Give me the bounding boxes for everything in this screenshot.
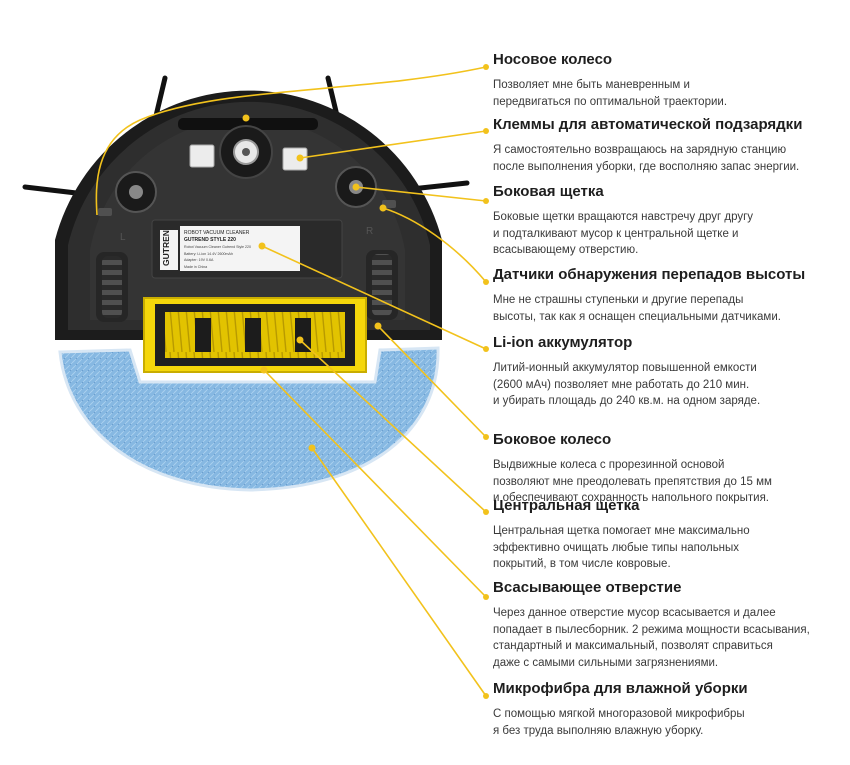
- label-line-4: Battery: Li-ion 14.4V 2600mAh: [184, 252, 233, 256]
- callout-anchor-dot: [296, 336, 304, 344]
- feature-description: Я самостоятельно возвращаюсь на зарядную…: [493, 144, 800, 173]
- callout-anchor-dot: [296, 154, 304, 162]
- brand-text: GUTREN: [161, 230, 171, 266]
- brush-rib-2: [245, 318, 261, 352]
- feature-item: Микрофибра для влажной уборки С помощью м…: [493, 680, 843, 739]
- cliff-sensor-left: [98, 208, 112, 216]
- callout-end-dot: [483, 434, 489, 440]
- feature-title: Боковая щетка: [493, 183, 604, 200]
- side-wheel-left: [102, 256, 122, 318]
- callout-line: [299, 130, 487, 159]
- callout-end-dot: [483, 693, 489, 699]
- callout-lines: [95, 64, 489, 699]
- feature-title: Носовое колесо: [493, 51, 613, 68]
- label-line-3: Robot Vacuum Cleaner Gutrend Style 220: [184, 245, 251, 249]
- callout-line: [355, 186, 487, 202]
- callout-line: [377, 325, 487, 438]
- label-line-2: GUTREND STYLE 220: [184, 237, 236, 243]
- side-brush-center-left: [129, 185, 143, 199]
- callout-line: [299, 339, 487, 513]
- brush-rib-1: [195, 318, 211, 352]
- callout-anchor-dot: [260, 366, 268, 374]
- feature-title: Датчики обнаружения перепадов высоты: [493, 266, 806, 283]
- left-wheel-mark: L: [120, 232, 126, 243]
- charging-contact-right: [282, 147, 308, 171]
- brush-rib-3: [295, 318, 311, 352]
- callout-line: [261, 245, 487, 350]
- feature-title: Li-ion аккумулятор: [493, 334, 633, 351]
- microfiber-mop: [58, 346, 440, 492]
- charging-contact-left: [189, 144, 215, 168]
- right-wheel-mark: R: [366, 226, 373, 237]
- callout-line: [263, 369, 487, 598]
- top-vent: [178, 118, 318, 130]
- callout-line: [311, 447, 487, 697]
- feature-title: Центральная щетка: [493, 497, 640, 514]
- callout-end-dot: [483, 64, 489, 70]
- callout-anchor-dot: [258, 242, 266, 250]
- label-line-5: Adapter: 19V 0.6A: [184, 258, 214, 262]
- feature-description: Выдвижные колеса с прорезинной основой п…: [493, 459, 772, 504]
- feature-title: Микрофибра для влажной уборки: [493, 680, 748, 697]
- callout-end-dot: [483, 279, 489, 285]
- callout-anchor-dot: [242, 114, 250, 122]
- product-label: [180, 226, 300, 271]
- feature-title: Всасывающее отверстие: [493, 579, 682, 596]
- feature-description: Литий-ионный аккумулятор повышенной емко…: [493, 362, 761, 407]
- feature-description: Боковые щетки вращаются навстречу друг д…: [493, 211, 754, 256]
- callout-end-dot: [483, 128, 489, 134]
- callout-line: [95, 66, 487, 216]
- feature-title: Клеммы для автоматической подзарядки: [493, 116, 803, 133]
- label-line-6: Made in China: [184, 265, 207, 269]
- feature-description: С помощью мягкой многоразовой микрофибры…: [493, 708, 745, 737]
- feature-description: Через данное отверстие мусор всасывается…: [493, 607, 810, 669]
- nose-wheel-hub: [242, 148, 250, 156]
- feature-item: Клеммы для автоматической подзарядки Я са…: [493, 116, 843, 175]
- callout-end-dot: [483, 509, 489, 515]
- callout-end-dot: [483, 346, 489, 352]
- callout-anchor-dot: [308, 444, 316, 452]
- side-wheel-right: [372, 254, 392, 316]
- label-line-1: ROBOT VACUUM CLEANER: [184, 230, 250, 236]
- callout-line: [382, 207, 487, 283]
- feature-description: Центральная щетка помогает мне максималь…: [493, 525, 750, 570]
- brand-label: [160, 230, 178, 270]
- feature-title: Боковое колесо: [493, 431, 612, 448]
- feature-description: Мне не страшны ступеньки и другие перепа…: [493, 294, 781, 323]
- callout-end-dot: [483, 198, 489, 204]
- callout-anchor-dot: [374, 322, 382, 330]
- callout-anchor-dot: [379, 204, 387, 212]
- feature-description: Позволяет мне быть маневренным и передви…: [493, 79, 728, 108]
- callout-end-dot: [483, 594, 489, 600]
- callout-anchor-dot: [352, 183, 360, 191]
